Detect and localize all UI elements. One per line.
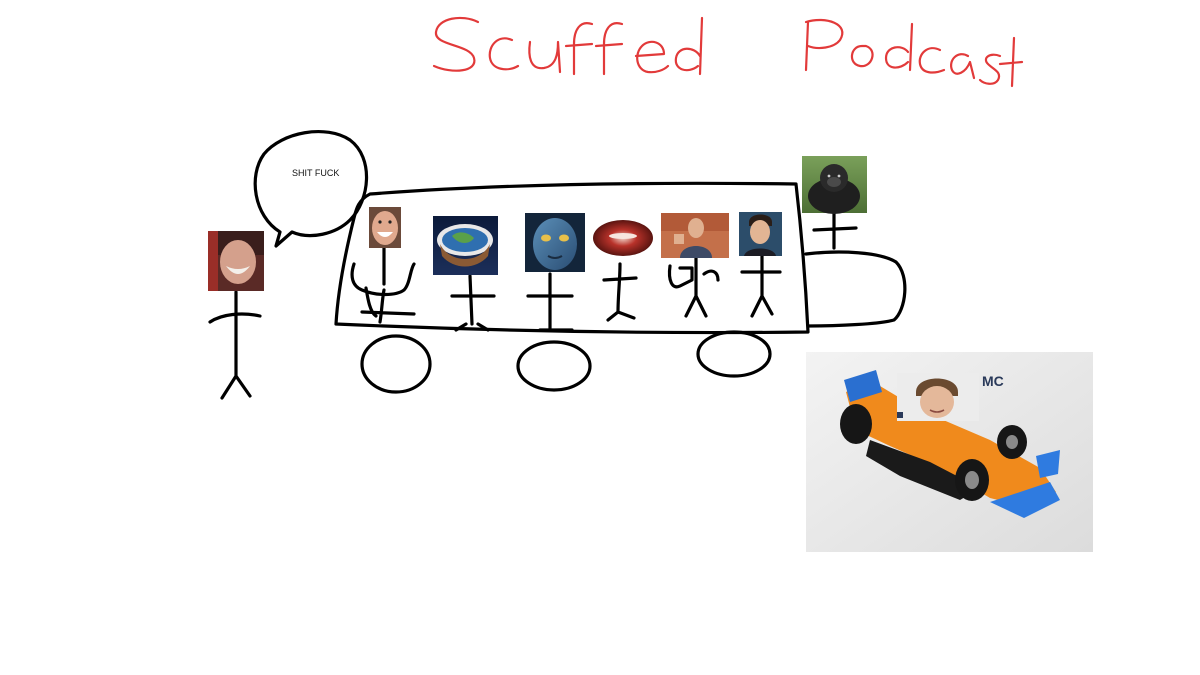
red-circle-logo-photo [591,218,655,258]
flat-earth-photo [433,216,498,275]
scuffed-podcast-title [432,16,1024,88]
car-lettering: MC [982,373,1004,389]
grinning-face-photo [369,207,401,248]
driver-face-photo [897,373,979,421]
speech-bubble: SHIT FUCK [253,129,369,248]
navi-face-photo [525,213,585,272]
screaming-face-photo [208,231,264,291]
speech-bubble-text: SHIT FUCK [292,168,339,178]
young-man-photo [739,212,782,256]
passenger-figures [350,210,858,332]
bald-man-photo [661,213,729,258]
bus-drawing [334,181,907,394]
gorilla-photo [802,156,867,214]
standing-stick-figure [208,290,262,400]
